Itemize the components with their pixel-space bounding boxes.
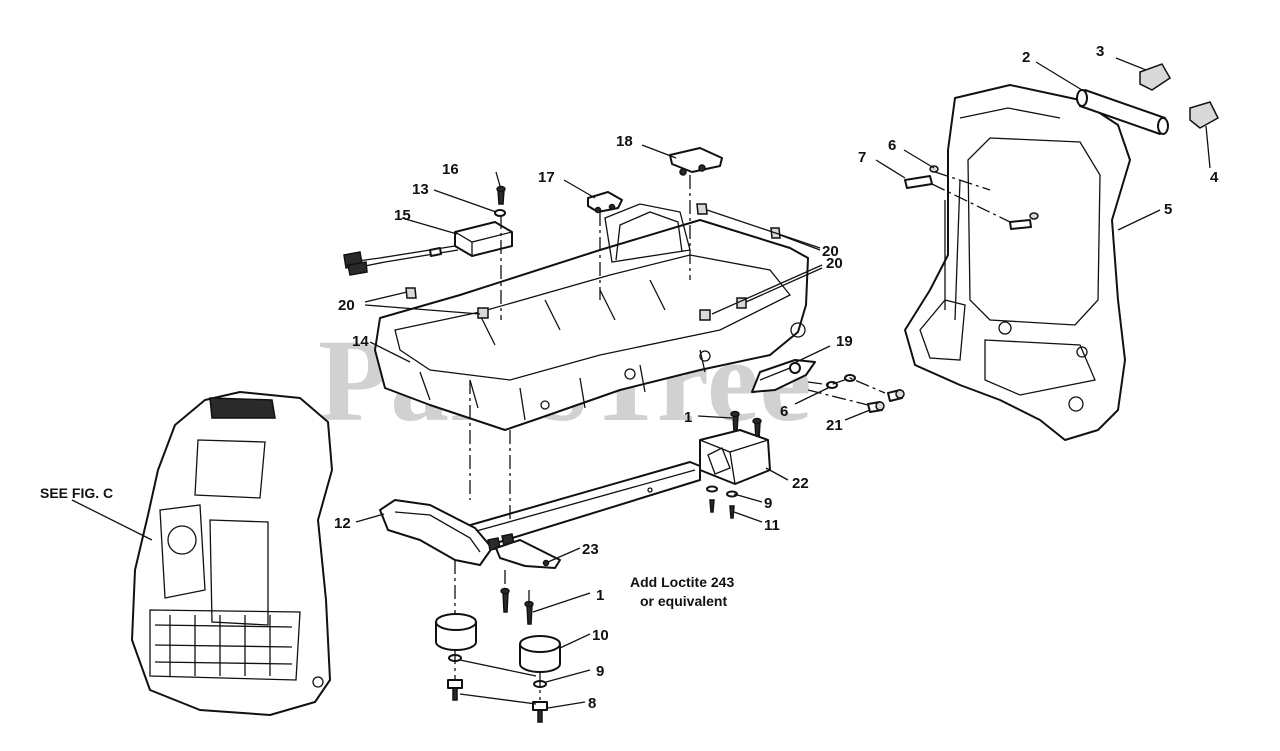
callout-6-lower: 6 bbox=[780, 403, 788, 420]
end-cap-4 bbox=[1189, 101, 1219, 129]
callout-17: 17 bbox=[538, 169, 555, 186]
callout-20-right: 20 bbox=[826, 255, 843, 272]
washers-9-upper bbox=[706, 485, 738, 498]
callout-1-upper: 1 bbox=[684, 409, 692, 426]
callout-7: 7 bbox=[858, 149, 866, 166]
see-fig-note: SEE FIG. C bbox=[40, 485, 113, 501]
handle-tube bbox=[1076, 89, 1169, 135]
callout-1-lower: 1 bbox=[596, 587, 604, 604]
loctite-note-line2: or equivalent bbox=[640, 593, 727, 609]
mount-block-22 bbox=[699, 429, 771, 485]
screws-1-lower bbox=[500, 587, 534, 625]
leader-lines bbox=[71, 57, 1211, 709]
screw-16 bbox=[496, 185, 506, 205]
bolts-21 bbox=[867, 389, 905, 413]
plate-23 bbox=[495, 539, 561, 569]
callout-12: 12 bbox=[334, 515, 351, 532]
callout-20-left: 20 bbox=[338, 297, 355, 314]
callout-9-lower: 9 bbox=[596, 663, 604, 680]
electrical-module-15 bbox=[343, 221, 513, 276]
callout-16: 16 bbox=[442, 161, 459, 178]
bracket-17 bbox=[587, 191, 623, 214]
clips-20 bbox=[405, 203, 781, 321]
base-tray bbox=[374, 203, 809, 431]
callout-20-upper: 20 bbox=[822, 243, 839, 260]
callout-labels: 3 2 4 6 7 5 18 16 17 13 15 20 20 20 14 1… bbox=[334, 43, 1219, 712]
callout-14: 14 bbox=[352, 333, 369, 350]
callout-4: 4 bbox=[1210, 169, 1219, 186]
callout-15: 15 bbox=[394, 207, 411, 224]
callout-21: 21 bbox=[826, 417, 843, 434]
assembly-lines bbox=[454, 171, 1011, 700]
callout-2: 2 bbox=[1022, 49, 1030, 66]
callout-8: 8 bbox=[588, 695, 596, 712]
screws-11 bbox=[709, 499, 735, 519]
callout-18: 18 bbox=[616, 133, 633, 150]
callout-10: 10 bbox=[592, 627, 609, 644]
end-cap-3 bbox=[1139, 63, 1171, 91]
callout-3: 3 bbox=[1096, 43, 1104, 60]
callout-11: 11 bbox=[764, 517, 780, 534]
bolts-8 bbox=[447, 679, 548, 723]
callout-6-upper: 6 bbox=[888, 137, 896, 154]
bracket-18 bbox=[669, 147, 723, 176]
callout-13: 13 bbox=[412, 181, 429, 198]
front-cover bbox=[131, 391, 333, 716]
callout-19: 19 bbox=[836, 333, 853, 350]
bracket-19 bbox=[751, 359, 816, 393]
washer-13 bbox=[494, 209, 506, 217]
callout-22: 22 bbox=[792, 475, 809, 492]
callout-23: 23 bbox=[582, 541, 599, 558]
loctite-note-line1: Add Loctite 243 bbox=[630, 574, 734, 590]
callout-5: 5 bbox=[1164, 201, 1172, 218]
rear-frame bbox=[904, 84, 1131, 441]
callout-9-upper: 9 bbox=[764, 495, 772, 512]
rubber-feet-10 bbox=[435, 613, 561, 673]
